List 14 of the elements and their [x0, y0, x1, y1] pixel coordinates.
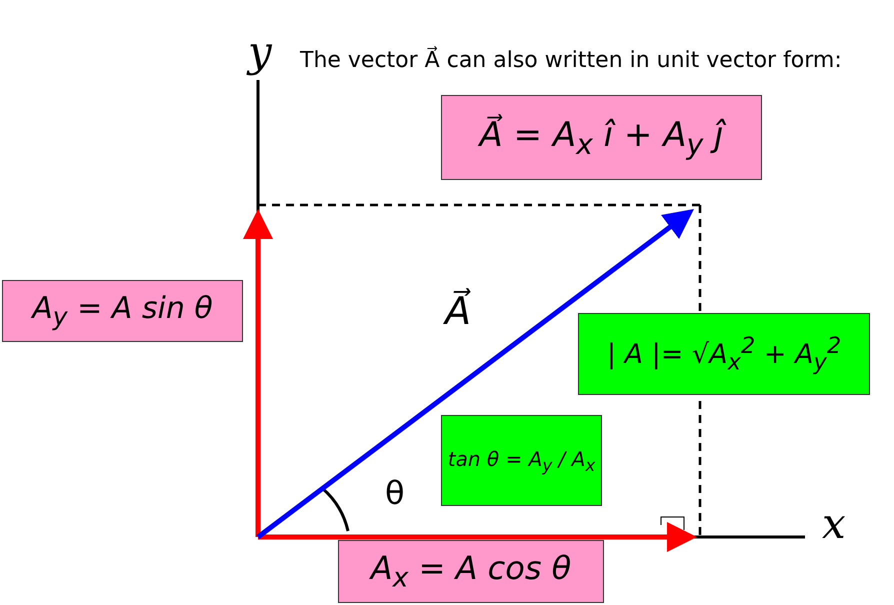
formula-text: A$_{x}$ = A cos θ — [370, 549, 572, 594]
formula-text: A$_{y}$ = A sin θ — [32, 291, 213, 331]
formula-text: tan θ = A$_{y}$ / A$_{x}$ — [448, 446, 596, 474]
formula-text: A⃗ = A$_{x}$ î + A$_{y}$ ĵ — [479, 114, 724, 160]
angle-label: θ — [385, 475, 405, 512]
vector-label: A⃗ — [445, 290, 471, 334]
formula-box — [441, 95, 762, 180]
axis-label: x — [822, 500, 846, 548]
formula-box — [338, 540, 604, 603]
note-text: The vector A⃗ can also written in unit vector form: — [300, 48, 843, 74]
formula-box — [441, 415, 602, 506]
axis-label: y — [248, 28, 272, 76]
formula-box — [2, 280, 243, 342]
formula-box — [578, 313, 870, 395]
